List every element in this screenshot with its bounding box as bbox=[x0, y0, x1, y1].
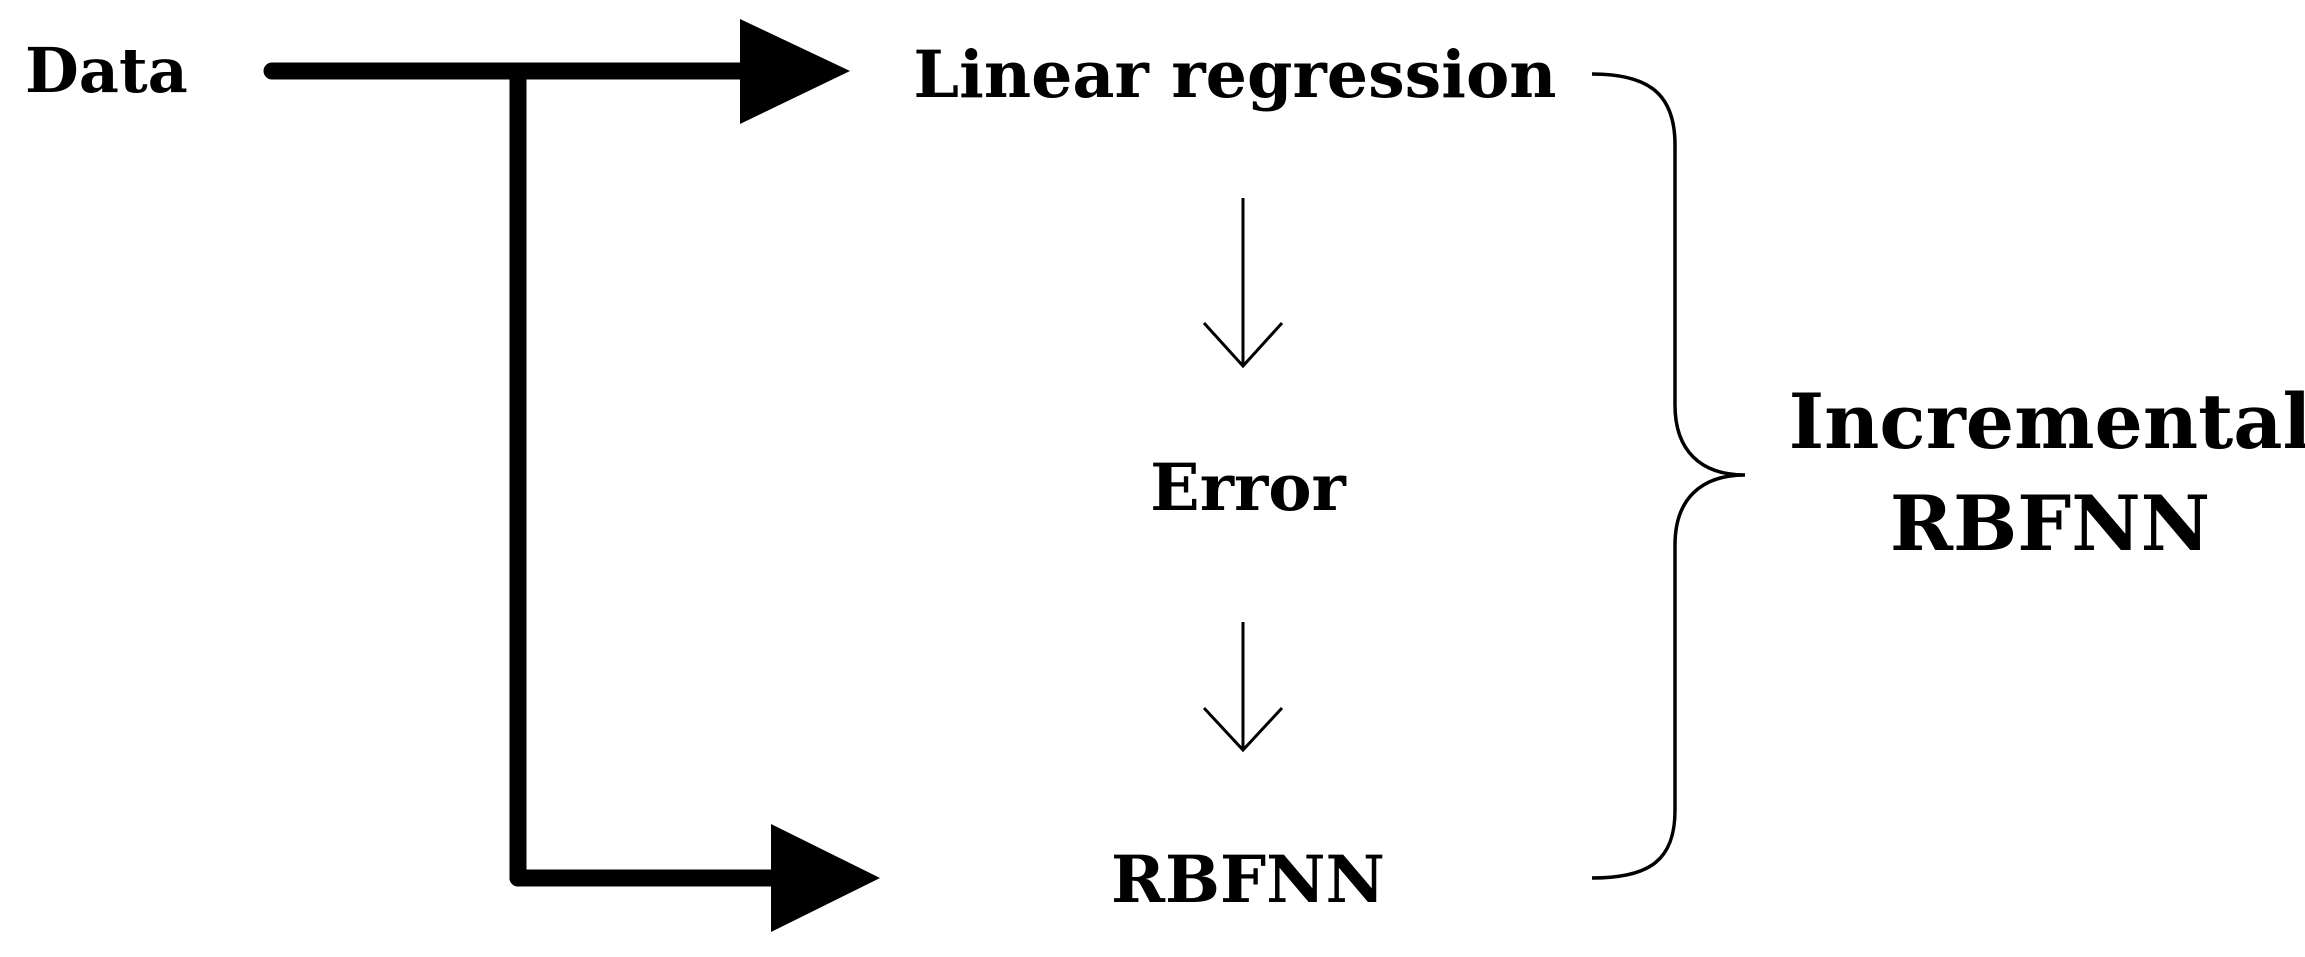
branch-to-rbfnn-arrowhead bbox=[771, 824, 880, 932]
incremental-rbfnn-label: RBFNN bbox=[1890, 479, 2210, 568]
incremental-label: Incremental bbox=[1789, 377, 2305, 466]
data-label: Data bbox=[25, 34, 188, 107]
error-label: Error bbox=[1150, 450, 1346, 526]
linear-regression-to-error-arrow bbox=[1202, 198, 1284, 369]
linear-regression-label: Linear regression bbox=[913, 37, 1556, 113]
grouping-brace bbox=[1591, 72, 1746, 880]
rbfnn-label: RBFNN bbox=[1111, 842, 1385, 918]
data-to-linear-regression-arrowhead bbox=[740, 19, 850, 124]
error-to-rbfnn-arrow bbox=[1202, 622, 1284, 753]
